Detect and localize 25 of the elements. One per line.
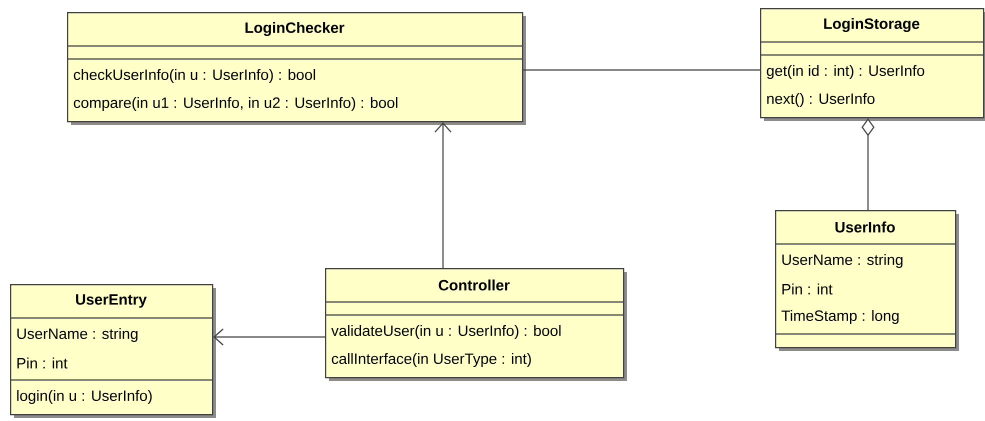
operation: next() : UserInfo: [767, 93, 874, 107]
class-name: LoginStorage: [824, 18, 920, 32]
class-name: UserEntry: [76, 294, 147, 308]
class-name: UserInfo: [835, 222, 895, 232]
class-name: LoginChecker: [246, 22, 344, 36]
attribute: UserName : string: [17, 328, 138, 342]
class-box: [760, 8, 985, 121]
arrow: [434, 122, 452, 268]
class-box: [10, 284, 216, 418]
class-name: Controller: [438, 280, 510, 290]
attribute: UserName : string: [782, 254, 902, 268]
class-box: [775, 210, 959, 351]
class-box: [67, 12, 526, 125]
class-box: [325, 268, 627, 381]
operation: get(in id : int) : UserInfo: [766, 65, 924, 79]
attribute: Pin : int: [17, 358, 68, 368]
operation: login(in u : UserInfo): [17, 390, 152, 404]
operation: validateUser(in u : UserInfo) : bool: [331, 325, 561, 339]
operation: callInterface(in UserType : int): [332, 353, 531, 367]
operation: compare(in u1 : UserInfo, in u2 : UserInfo) : bool: [74, 97, 398, 111]
attribute: Pin : int: [782, 284, 832, 294]
arrow: [213, 328, 325, 346]
attribute: TimeStamp : long: [782, 310, 899, 324]
operation: checkUserInfo(in u : UserInfo) : bool: [74, 69, 316, 83]
association-line: [523, 69, 760, 71]
